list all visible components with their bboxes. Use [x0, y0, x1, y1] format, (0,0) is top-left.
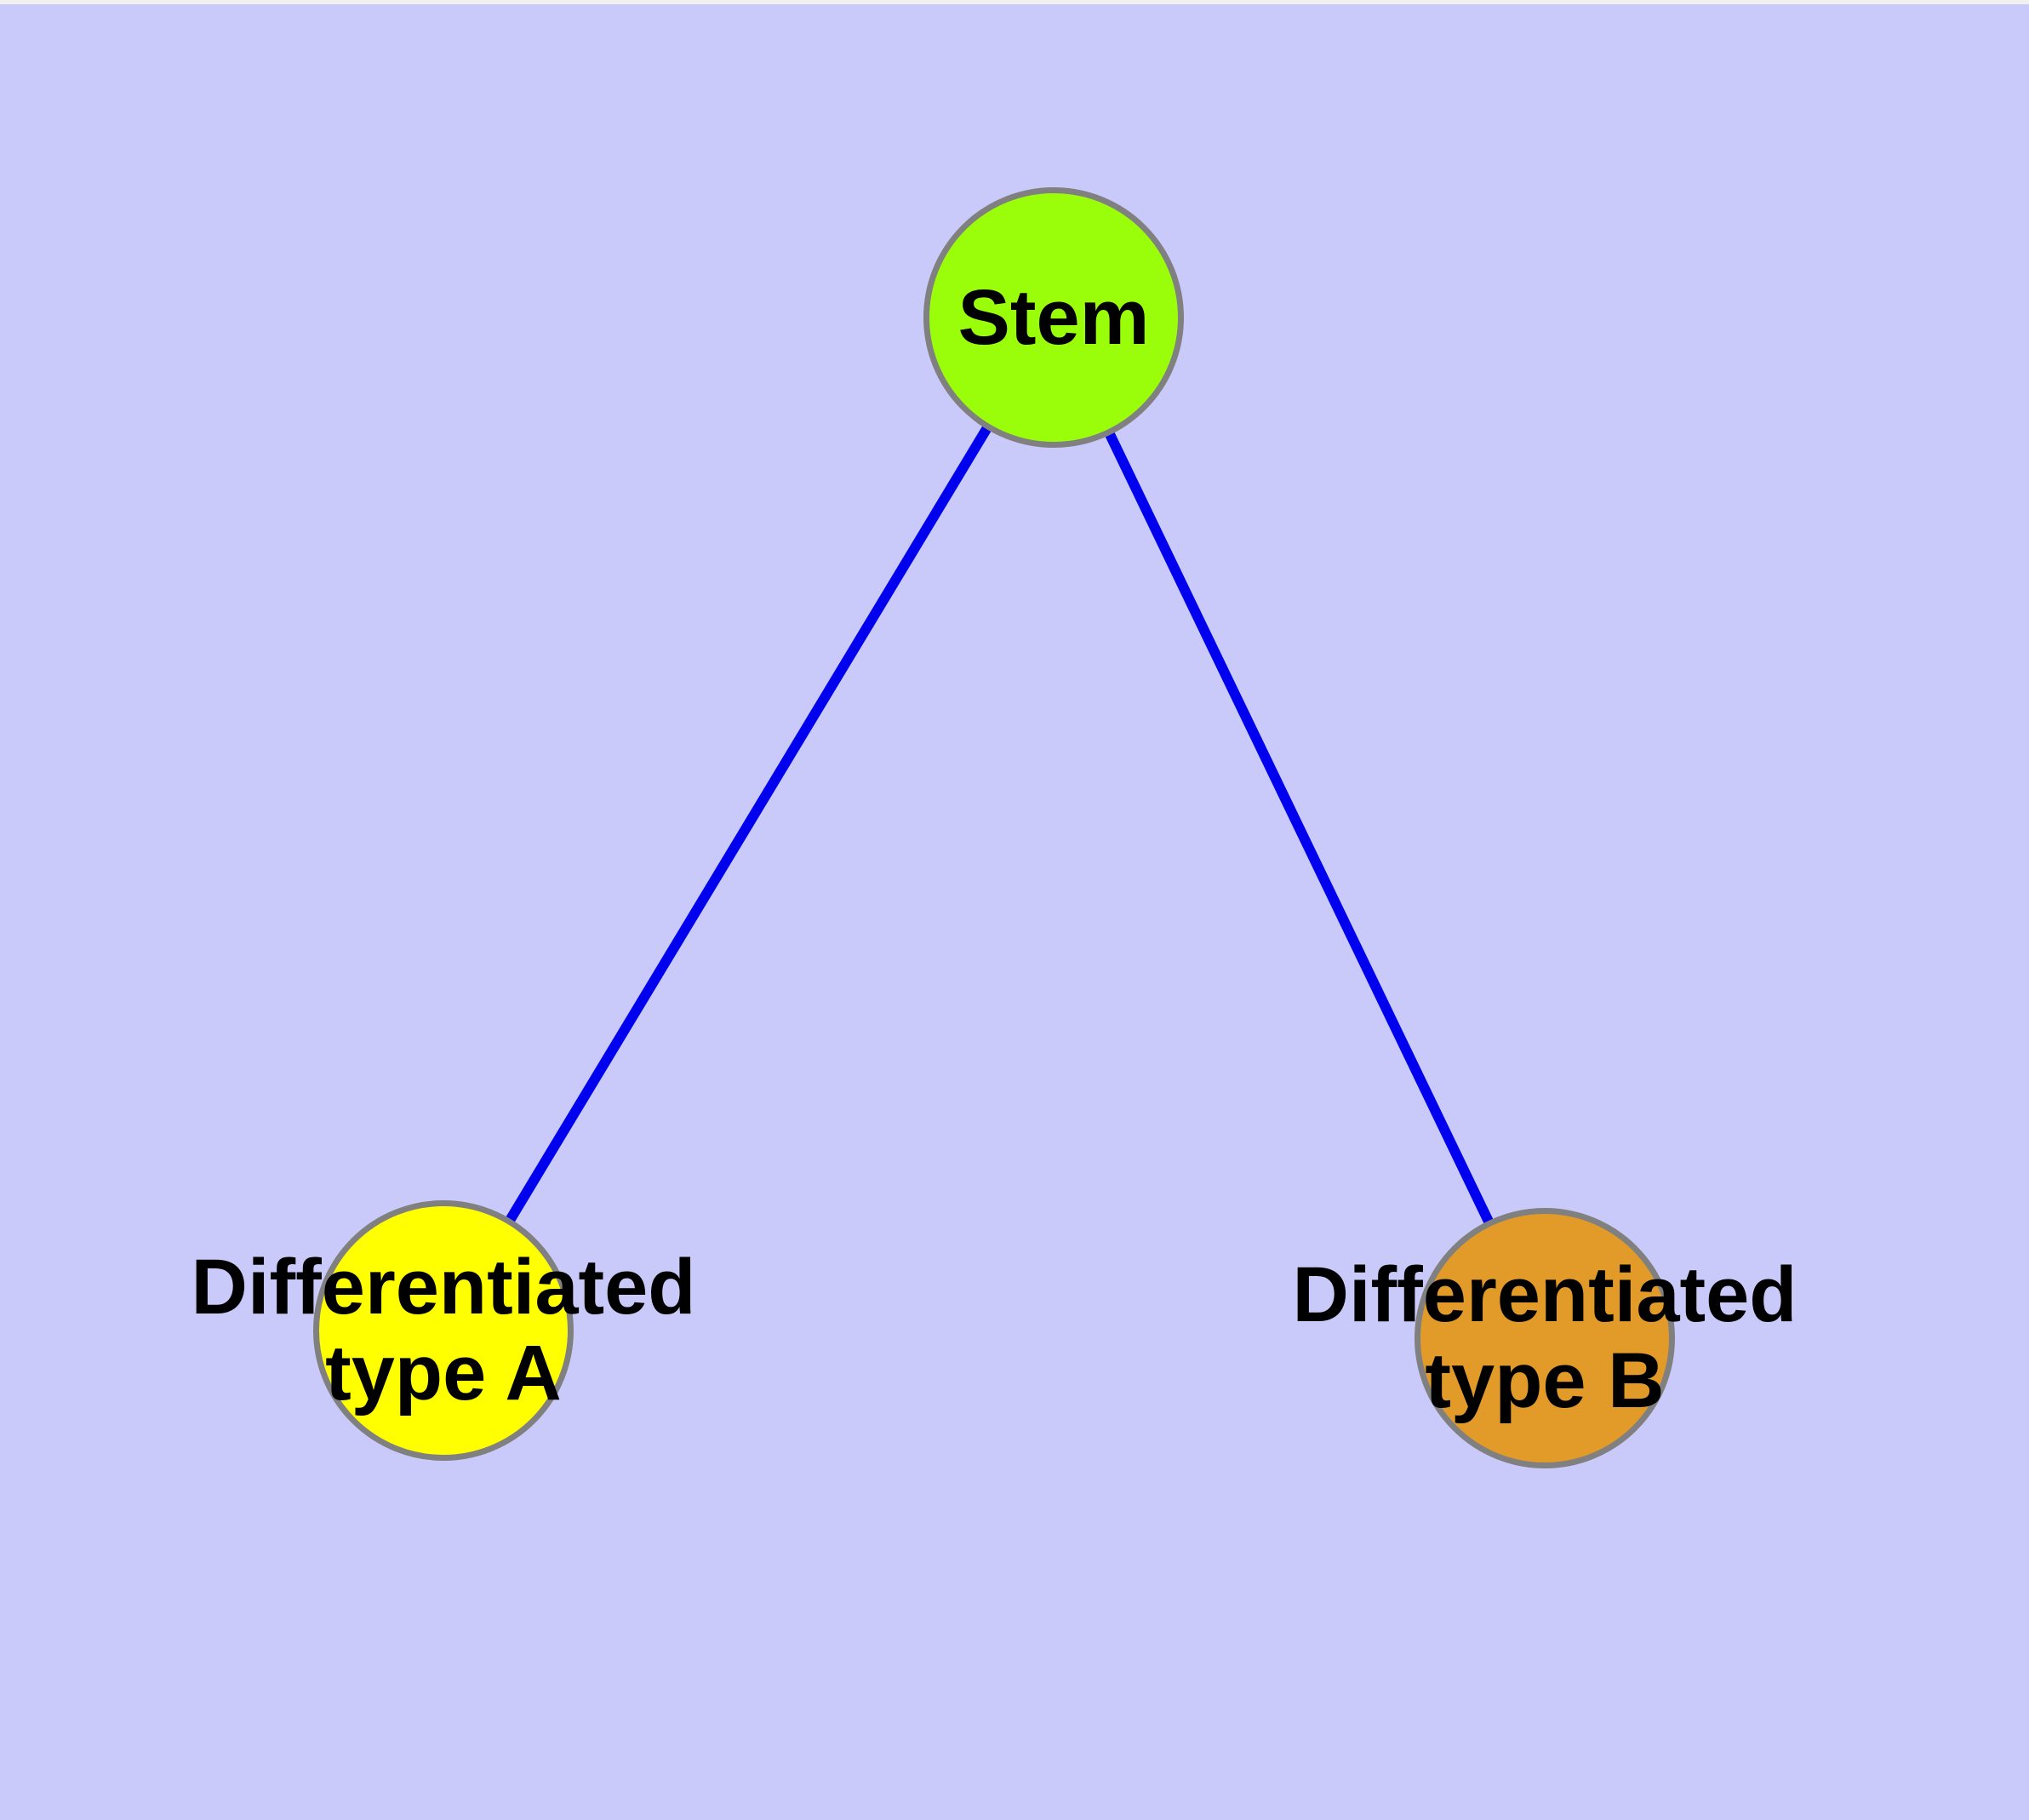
label-line: Differentiated	[1292, 1251, 1798, 1338]
node-differentiated-type-b[interactable]: Differentiated type B	[1293, 1208, 1797, 1468]
node-type-b-label: Differentiated type B	[1293, 1252, 1798, 1424]
window-top-edge	[0, 0, 2029, 4]
node-stem[interactable]: Stem	[923, 187, 1184, 448]
node-type-a-label: Differentiated type A	[191, 1245, 696, 1417]
label-line: Differentiated	[191, 1244, 696, 1331]
label-line: type B	[1425, 1337, 1665, 1424]
label-line: type A	[325, 1330, 562, 1417]
edge-stem-to-type-b	[1049, 315, 1550, 1341]
node-differentiated-type-a[interactable]: Differentiated type A	[191, 1200, 695, 1461]
edge-stem-to-type-a	[438, 314, 1059, 1334]
node-stem-label: Stem	[957, 273, 1150, 361]
